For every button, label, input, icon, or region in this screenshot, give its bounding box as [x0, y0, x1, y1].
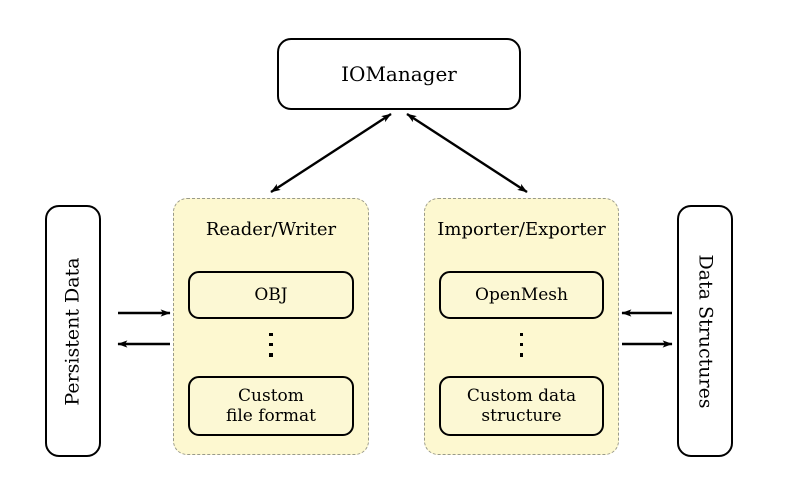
- ellipsis-importer-exporter: [425, 333, 618, 357]
- item-obj: OBJ: [188, 271, 354, 319]
- node-data-structures-label: Data Structures: [694, 253, 717, 409]
- item-line-1: Custom: [238, 385, 304, 406]
- panel-importer-exporter: Importer/Exporter OpenMesh Custom data s…: [424, 198, 619, 455]
- panel-reader-writer: Reader/Writer OBJ Custom file format: [173, 198, 369, 455]
- item-obj-label: OBJ: [254, 284, 288, 305]
- ellipsis-dot: [519, 353, 524, 357]
- node-iomanager: IOManager: [277, 38, 521, 110]
- item-line-1: Custom data: [466, 385, 577, 406]
- item-custom-file-format-label: Custom file format: [226, 386, 316, 426]
- item-custom-data-structure: Custom data structure: [439, 376, 604, 436]
- item-openmesh-label: OpenMesh: [475, 284, 568, 305]
- panel-importer-exporter-title: Importer/Exporter: [437, 219, 606, 240]
- ellipsis-dot: [269, 333, 273, 337]
- arrow-iomanager-readerwriter: [270, 112, 392, 194]
- item-custom-file-format: Custom file format: [188, 376, 354, 436]
- item-line-2: structure: [481, 406, 562, 426]
- ellipsis-dot: [269, 353, 273, 357]
- item-openmesh: OpenMesh: [439, 271, 604, 319]
- arrow-iomanager-importerexporter: [406, 112, 528, 194]
- ellipsis-dot: [269, 343, 273, 347]
- node-data-structures: Data Structures: [677, 205, 733, 457]
- ellipsis-reader-writer: [174, 333, 368, 357]
- panel-reader-writer-title: Reader/Writer: [205, 219, 337, 240]
- node-persistent-data-label: Persistent Data: [61, 256, 84, 406]
- ellipsis-dot: [519, 333, 524, 337]
- ellipsis-dot: [519, 343, 524, 347]
- item-custom-data-structure-label: Custom data structure: [467, 386, 576, 426]
- node-iomanager-label: IOManager: [341, 62, 457, 86]
- item-line-2: file format: [226, 406, 316, 426]
- node-persistent-data: Persistent Data: [45, 205, 101, 457]
